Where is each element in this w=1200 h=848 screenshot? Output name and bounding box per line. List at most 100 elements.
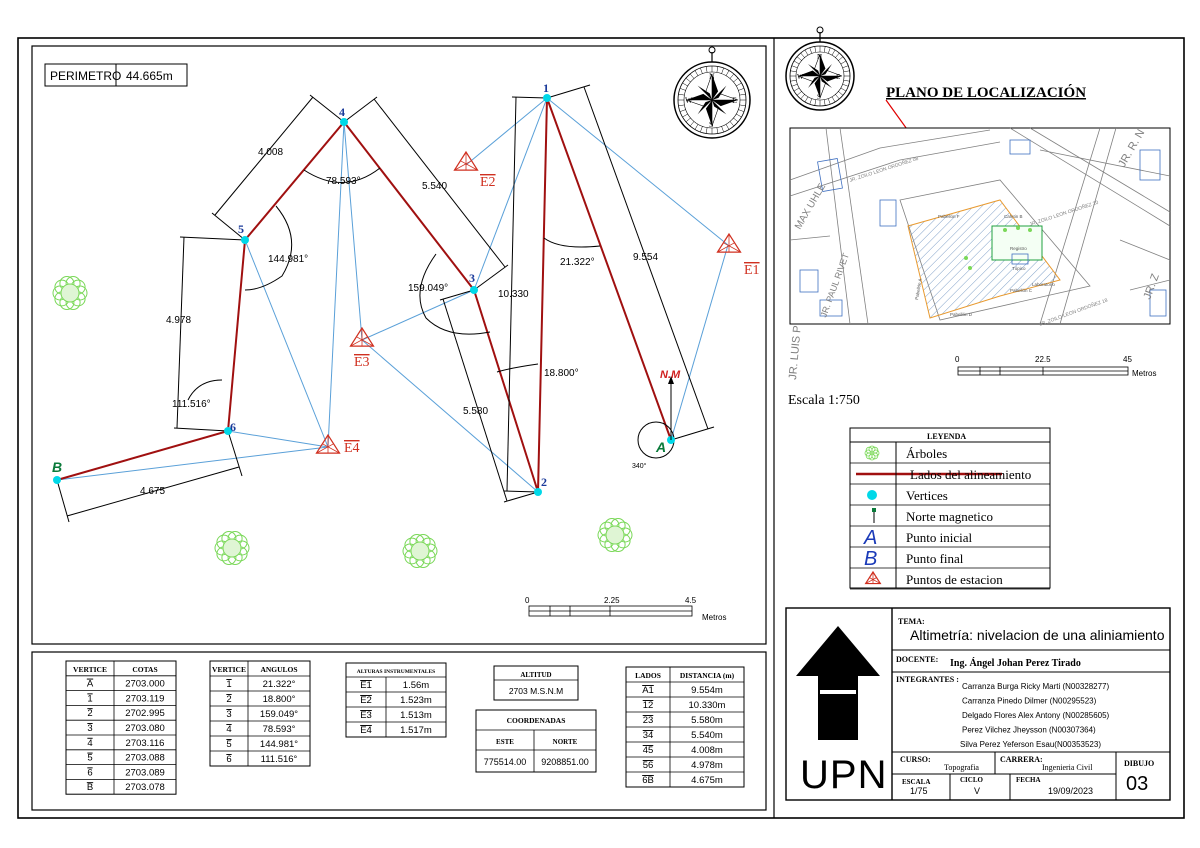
table-cell: 21.322° [263, 679, 296, 690]
station-icon [315, 433, 341, 454]
vertex-1-dot [543, 94, 551, 102]
integrante-3: Perez Vilchez Jheysson (N00307364) [962, 726, 1096, 735]
north-label: N.M [660, 369, 681, 381]
tables-frame [31, 651, 767, 811]
scale-main-unit: Metros [702, 613, 726, 622]
curso-value: Topografia [944, 763, 979, 772]
compass-s: S [817, 93, 821, 101]
angle-A: 340° [632, 462, 647, 470]
table-cell: 2703.088 [125, 753, 165, 764]
table-cell: 2 [226, 694, 231, 705]
table-cell: 56 [643, 760, 654, 771]
scale-bar-map: 0 22.5 45 Metros [955, 355, 1156, 378]
table-cell: 1 [87, 693, 92, 704]
compass-w: W [685, 96, 693, 105]
vertex-3-dot [470, 286, 478, 294]
compass-n: N [709, 72, 715, 81]
dim-5-6: 4.978 [166, 315, 191, 326]
dim-1-2: 10.330 [498, 289, 529, 300]
table-cell: 2703.080 [125, 723, 165, 734]
docente-label: DOCENTE: [896, 655, 938, 664]
perimeter-box: PERIMETRO 44.665m [44, 63, 188, 87]
station-label-1: E2 [480, 175, 496, 190]
location-scale-text: Escala 1:750 [788, 393, 860, 408]
table-cell: 5 [87, 753, 92, 764]
table-cell: 4.008m [691, 745, 723, 756]
table-cell: 23 [643, 715, 654, 726]
altitud-header: ALTITUD [520, 671, 551, 679]
perimeter-label: PERIMETRO [50, 69, 121, 83]
table-cell: 6 [87, 767, 92, 778]
integrante-1: Carranza Pinedo Dilmer (N00295523) [962, 697, 1097, 706]
table-cell: 4 [226, 724, 231, 735]
legend-item-1: Lados del alineamiento [910, 467, 1031, 482]
escala-value: 1/75 [910, 786, 928, 796]
table-cell: B [87, 782, 93, 793]
dim-5-4: 4.008 [258, 147, 283, 158]
dibujo-label: DIBUJO [1124, 759, 1154, 768]
integrante-4: Silva Perez Yeferson Esau(N00353523) [960, 740, 1101, 749]
docente-value: Ing. Ángel Johan Perez Tirado [950, 657, 1081, 669]
table-header: DISTANCIA (m) [680, 671, 735, 680]
tree-icon [52, 275, 88, 311]
legend-item-6: Puntos de estacion [906, 572, 1003, 587]
start-point-icon: A [863, 527, 877, 549]
alturas-station: E3 [360, 710, 372, 721]
alturas-value: 1.513m [400, 710, 432, 721]
end-point-icon: B [864, 548, 877, 570]
tree-icon [214, 530, 250, 566]
building-label: Pabellón D [950, 312, 973, 317]
coord-norte: 9208851.00 [541, 757, 589, 767]
station-icon [864, 570, 882, 585]
location-title: PLANO DE LOCALIZACIÓN [886, 84, 1086, 101]
alturas-value: 1.523m [400, 695, 432, 706]
vertex-2-dot [534, 488, 542, 496]
scale-main-tick-1: 2.25 [604, 596, 620, 605]
alturas-station: E2 [360, 695, 372, 706]
point-end-label: B [52, 459, 62, 475]
vertex-icon [867, 490, 877, 500]
alignment-polyline [56, 97, 672, 493]
table-cell: 5.540m [691, 730, 723, 741]
table-cell: 5.580m [691, 715, 723, 726]
station-label-2: E3 [354, 355, 370, 370]
angle-3: 159.049° [408, 283, 448, 294]
table-cell: 10.330m [689, 700, 726, 711]
integrante-2: Delgado Flores Alex Antony (N00285605) [962, 711, 1110, 720]
title-block: UPN TEMA: Altimetría: nivelacion de una … [785, 607, 1171, 801]
scale-map-tick-2: 45 [1123, 355, 1132, 364]
building-label: Tópico [1012, 266, 1026, 271]
vertex-label-4: 4 [339, 105, 345, 119]
tree-icon [597, 517, 633, 553]
alturas-header: ALTURAS INSTRUMENTALES [357, 669, 435, 675]
table-cell: 144.981° [260, 739, 298, 750]
station-icon [349, 326, 375, 347]
alturas-value: 1.517m [400, 725, 432, 736]
station-icon [716, 232, 742, 253]
station-label-0: E1 [744, 263, 760, 278]
endpoints: A B [52, 436, 675, 484]
dim-2-3: 5.580 [463, 406, 488, 417]
table-cell: 2703.119 [126, 693, 165, 704]
legend-title: LEYENDA [927, 432, 966, 441]
vertex-B-dot [53, 476, 61, 484]
table-cell: 111.516° [261, 754, 298, 765]
table-cell: A1 [642, 685, 654, 696]
trees [52, 275, 633, 569]
alturas-station: E1 [360, 680, 372, 691]
scale-map-tick-1: 22.5 [1035, 355, 1051, 364]
vertex-label-5: 5 [238, 222, 244, 236]
compass-e: E [732, 96, 737, 105]
compass-e: E [836, 73, 840, 81]
vertex-5-dot [241, 236, 249, 244]
sight-lines [56, 97, 729, 493]
